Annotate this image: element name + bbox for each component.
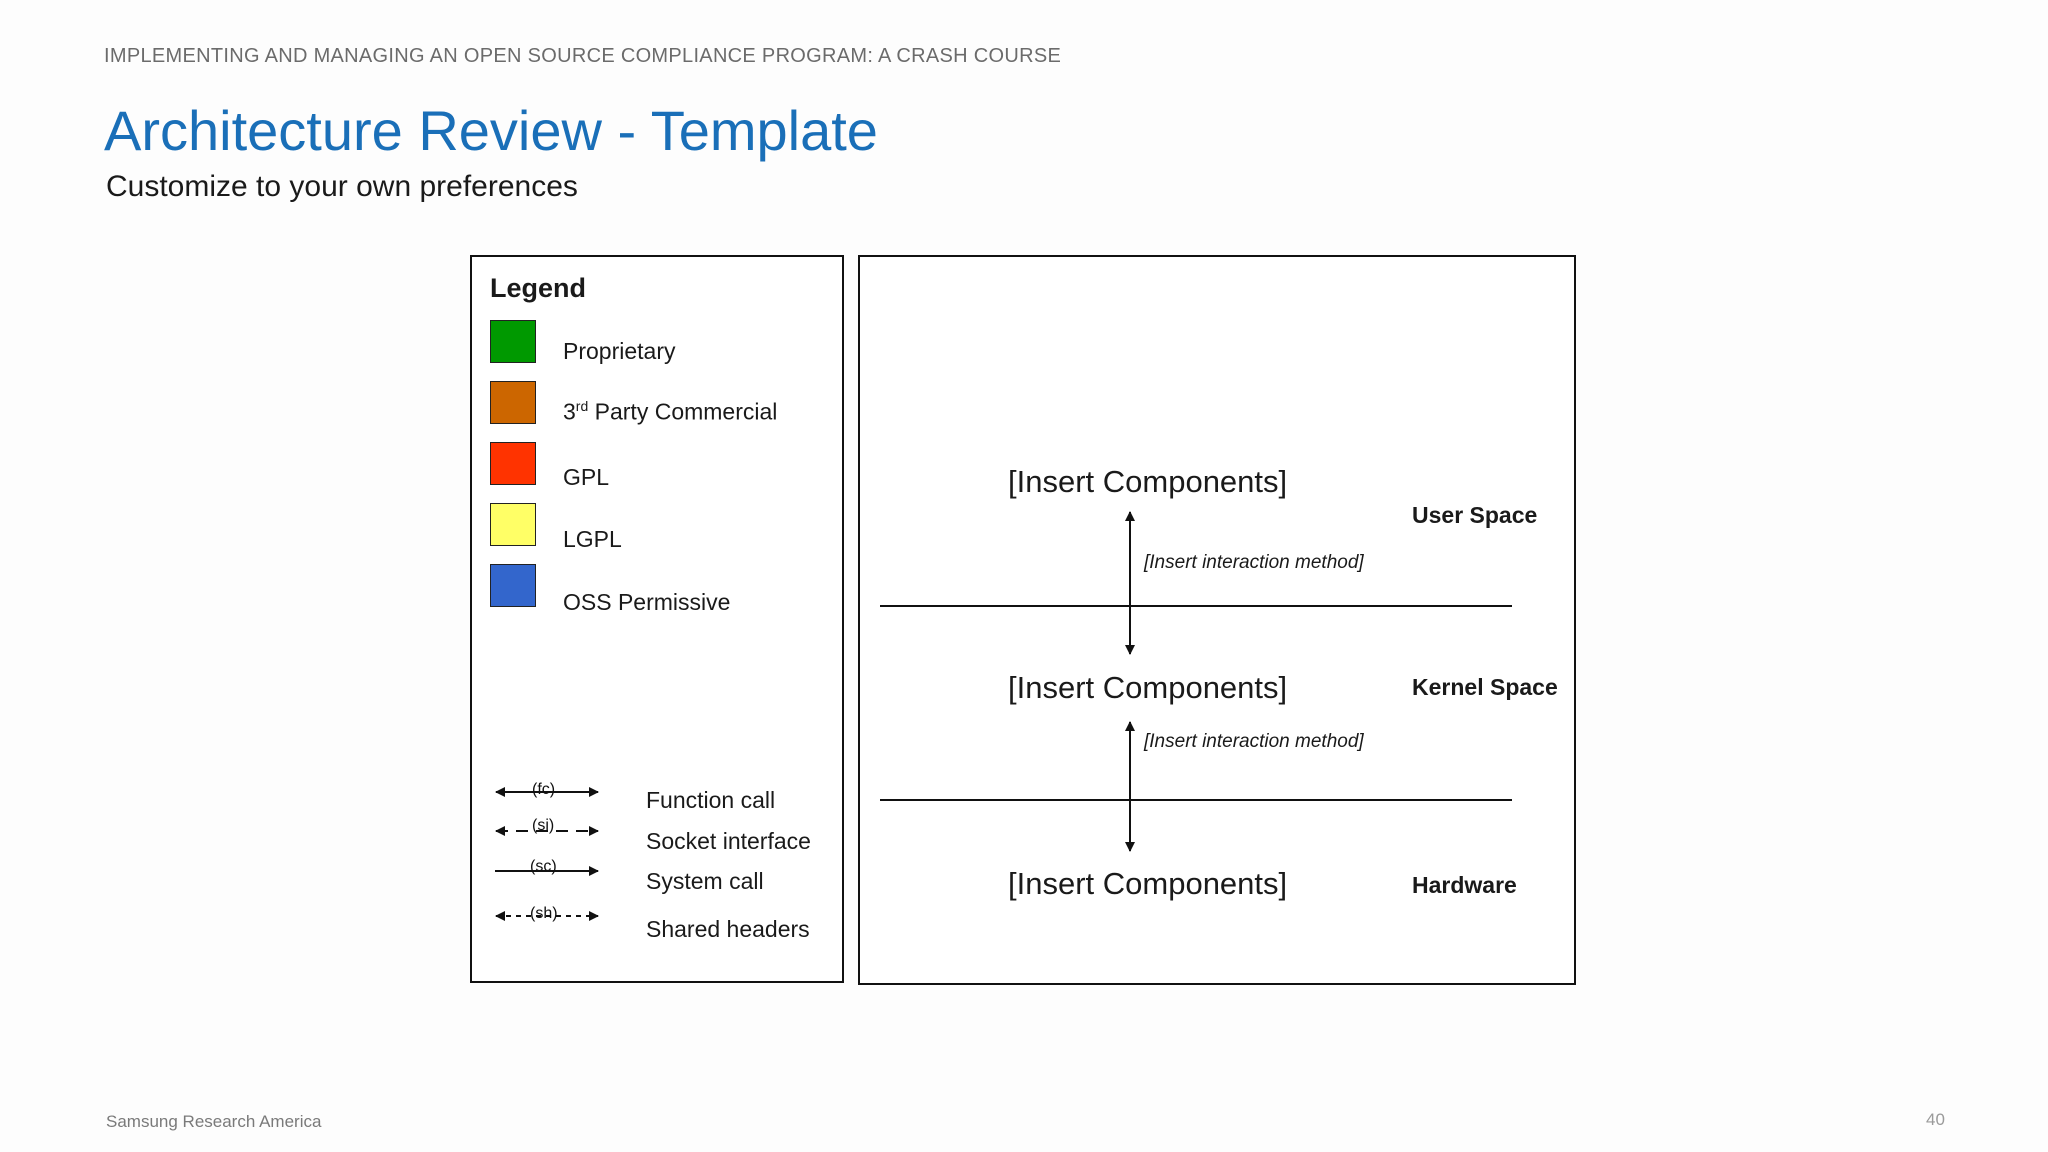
slide-title: Architecture Review - Template [104,99,878,162]
architecture-diagram-panel [858,255,1576,985]
shared-headers-abbr: (sh) [530,905,558,922]
socket-interface-abbr: (si) [532,817,554,834]
swatch-third-party-commercial [490,381,536,424]
kernel-hardware-method: [Insert interaction method] [1144,731,1364,752]
user-space-label: User Space [1412,502,1538,528]
legend-label-lgpl: LGPL [563,526,622,552]
system-call-abbr: (sc) [530,858,557,875]
hardware-label: Hardware [1412,872,1517,898]
kernel-space-label: Kernel Space [1412,674,1558,700]
legend-label-function-call: Function call [646,787,776,813]
legend-label-system-call: System call [646,868,764,894]
slide-subtitle: Customize to your own preferences [106,170,578,203]
function-call-abbr: (fc) [532,781,555,798]
user-kernel-method: [Insert interaction method] [1144,552,1364,573]
footer-organization: Samsung Research America [106,1112,322,1131]
swatch-lgpl [490,503,536,546]
legend-label-oss-permissive: OSS Permissive [563,589,731,615]
swatch-gpl [490,442,536,485]
user-space-components: [Insert Components] [1008,464,1288,499]
page-number: 40 [1926,1110,1945,1129]
hardware-components: [Insert Components] [1008,866,1288,901]
legend-label-shared-headers: Shared headers [646,916,810,942]
legend-title: Legend [490,273,587,303]
swatch-proprietary [490,320,536,363]
course-header: IMPLEMENTING AND MANAGING AN OPEN SOURCE… [104,45,1062,67]
legend-label-socket-interface: Socket interface [646,828,811,854]
legend-label-gpl: GPL [563,464,610,490]
kernel-space-components: [Insert Components] [1008,670,1288,705]
swatch-oss-permissive [490,564,536,607]
legend-panel [470,255,844,983]
legend-label-proprietary: Proprietary [563,338,676,364]
legend-label-third-party-commercial: 3rd Party Commercial [563,398,778,425]
